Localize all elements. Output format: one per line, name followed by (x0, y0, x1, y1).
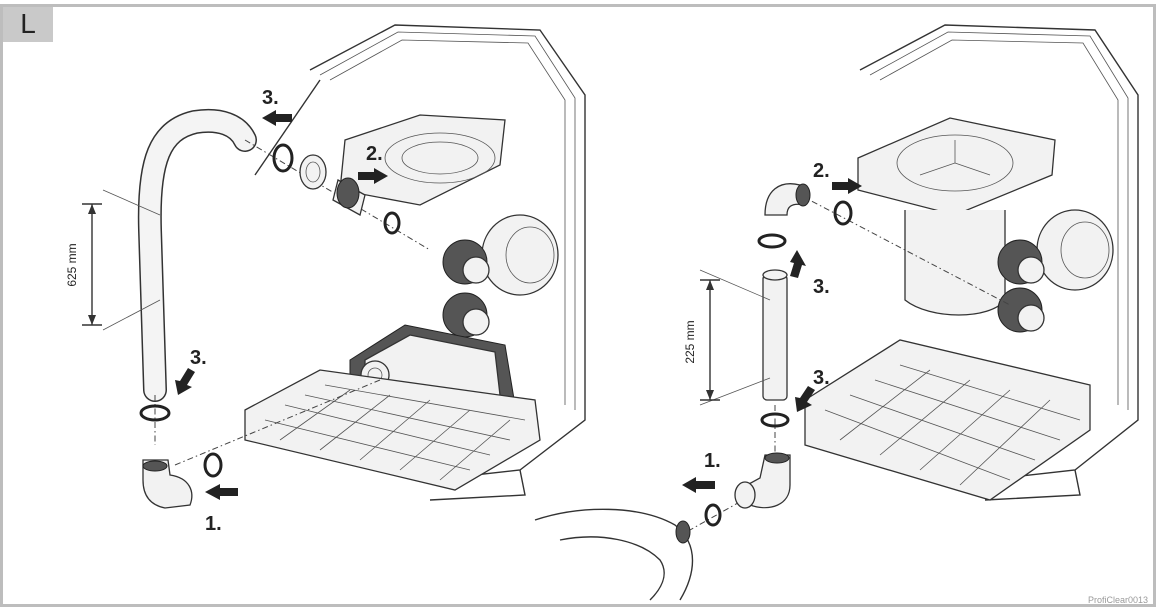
left-step3-mid-label: 3. (190, 347, 207, 369)
frame-border (0, 4, 1156, 607)
arrow-left-step1 (205, 484, 238, 500)
arrow-right-step1 (682, 477, 715, 493)
right-step3-mid-label: 3. (813, 276, 830, 298)
right-illustration: 2. 3. 3. 1. 225 mm (534, 24, 1139, 601)
left-step2-label: 2. (366, 143, 383, 165)
panel-label: L (20, 8, 36, 39)
right-step2-label: 2. (813, 160, 830, 182)
right-pipe (699, 269, 788, 406)
left-basket (339, 114, 506, 206)
left-top-parts (244, 139, 431, 251)
right-arrows (682, 178, 862, 493)
right-bottom-parts (689, 405, 791, 531)
left-dimension-line (82, 203, 102, 326)
left-hose (102, 109, 257, 402)
right-filter-housing (859, 24, 1139, 501)
arrow-right-step2 (832, 178, 862, 194)
right-outlets (997, 209, 1114, 333)
image-reference: ProfiClear0013 (1088, 595, 1148, 605)
left-step1-label: 1. (205, 513, 222, 535)
arrow-left-step3-top (262, 110, 292, 126)
arrow-left-step2 (358, 168, 388, 184)
panel-badge: L (3, 5, 53, 42)
left-outlets (442, 214, 559, 338)
left-bottom-parts (139, 379, 381, 509)
right-dimension-line (700, 279, 720, 401)
right-lid (857, 117, 1056, 316)
left-step3-top-label: 3. (262, 87, 279, 109)
right-pipe-length-label: 225 mm (683, 320, 697, 363)
left-filter-housing (254, 24, 586, 501)
arrow-right-step3-mid (790, 250, 806, 278)
arrow-right-step3-low (795, 386, 815, 412)
left-floor-grid (244, 369, 541, 491)
right-step3-low-label: 3. (813, 367, 830, 389)
left-hose-length-label: 625 mm (65, 243, 79, 286)
right-external-hose (534, 508, 694, 601)
right-top-parts (757, 183, 1011, 306)
arrow-left-step3-mid (175, 368, 195, 395)
right-step1-label: 1. (704, 450, 721, 472)
right-floor-grid (804, 339, 1091, 501)
left-illustration: 3. 2. 3. 1. 625 mm (65, 24, 586, 535)
left-arrows (175, 110, 388, 500)
